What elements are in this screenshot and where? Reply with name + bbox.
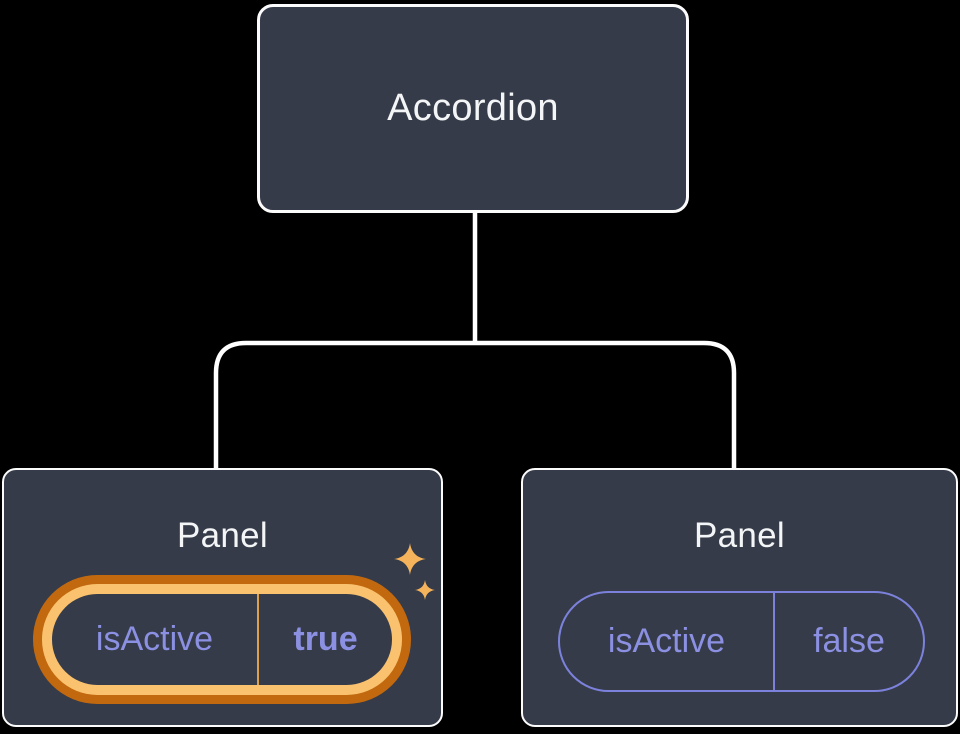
prop-name: isActive — [95, 620, 214, 658]
node-accordion: Accordion — [257, 4, 689, 213]
prop-pill-active: isActive true — [52, 594, 392, 685]
node-panel-active: Panel isActive true — [2, 468, 443, 727]
prop-pill-inactive: isActive false — [558, 591, 925, 692]
prop-value: true — [257, 594, 392, 685]
node-panel-inactive-label: Panel — [693, 516, 786, 555]
prop-value: false — [773, 593, 923, 690]
sparkle-large-icon — [394, 543, 426, 575]
node-panel-inactive: Panel isActive false — [521, 468, 958, 727]
sparkle-small-icon — [415, 580, 435, 600]
sparkle-icon — [394, 543, 435, 600]
node-accordion-label: Accordion — [387, 87, 559, 129]
connector-branch — [213, 340, 737, 468]
prop-name: isActive — [607, 622, 726, 660]
prop-pill-highlight-ring-inner: isActive true — [42, 584, 402, 695]
node-panel-active-label: Panel — [176, 516, 269, 555]
prop-pill-highlight-ring: isActive true — [33, 575, 411, 704]
